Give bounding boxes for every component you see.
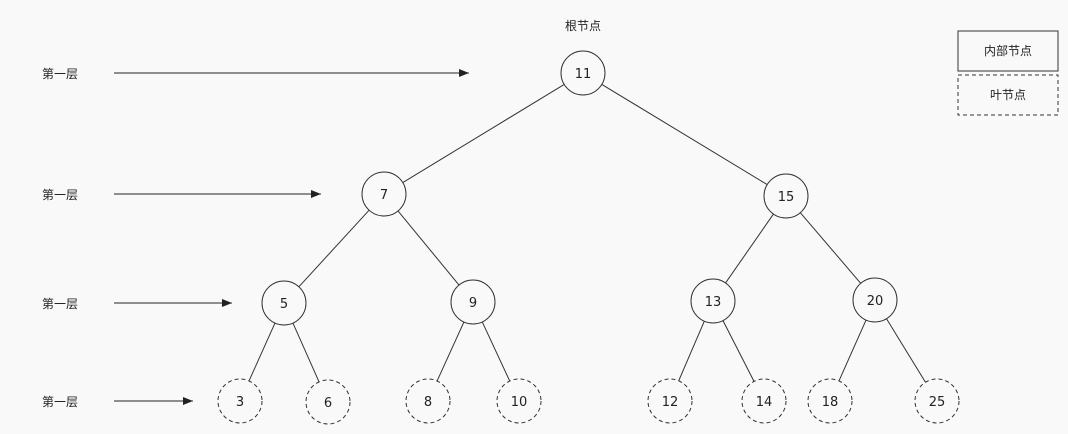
node-value: 14 <box>756 395 773 410</box>
leaf-node: 18 <box>807 378 853 424</box>
leaf-node: 10 <box>496 378 542 424</box>
tree-edge <box>838 319 867 382</box>
node-circle <box>450 279 496 325</box>
node-circle <box>261 280 307 326</box>
leaf-node: 8 <box>405 378 451 424</box>
tree-edge <box>678 321 705 381</box>
internal-node: 5 <box>261 280 307 326</box>
tree-edge <box>725 213 774 284</box>
tree-edge <box>298 209 370 288</box>
leaf-node: 12 <box>647 378 693 424</box>
internal-node: 15 <box>763 173 809 219</box>
node-circle <box>647 378 693 424</box>
tree-edge <box>248 322 276 382</box>
node-value: 18 <box>822 395 839 410</box>
legend-internal-box <box>957 30 1059 72</box>
level-label: 第一层 <box>42 395 78 409</box>
root-node-label: 根节点 <box>565 19 601 33</box>
node-circle <box>690 278 736 324</box>
node-value: 20 <box>867 294 884 309</box>
node-value: 10 <box>511 395 528 410</box>
level-label: 第一层 <box>42 297 78 311</box>
node-circle <box>807 378 853 424</box>
leaf-node: 14 <box>741 378 787 424</box>
internal-node: 11 <box>560 50 606 96</box>
node-circle <box>305 379 351 425</box>
tree-edge <box>886 318 926 383</box>
legend-internal-label: 内部节点 <box>984 43 1032 58</box>
tree-edge <box>436 321 465 382</box>
tree-edge <box>397 210 460 286</box>
node-value: 11 <box>575 67 592 82</box>
node-value: 3 <box>236 395 244 410</box>
tree-edge <box>799 212 862 284</box>
node-value: 8 <box>424 395 432 410</box>
node-value: 9 <box>469 296 477 311</box>
tree-edge <box>601 83 768 186</box>
legend: 内部节点 叶节点 <box>957 30 1059 116</box>
tree-nodes: 11 7 15 5 9 13 20 3 6 8 10 12 14 18 25 <box>217 50 960 425</box>
tree-edge <box>481 321 511 382</box>
node-circle <box>361 171 407 217</box>
node-value: 13 <box>705 295 722 310</box>
legend-leaf-box <box>957 74 1059 116</box>
node-circle <box>763 173 809 219</box>
node-value: 7 <box>380 188 388 203</box>
internal-node: 20 <box>852 277 898 323</box>
node-circle <box>560 50 606 96</box>
tree-edges <box>248 83 926 383</box>
internal-node: 7 <box>361 171 407 217</box>
legend-leaf-label: 叶节点 <box>990 88 1026 102</box>
node-value: 5 <box>280 297 288 312</box>
node-circle <box>405 378 451 424</box>
tree-edge <box>722 320 755 382</box>
node-circle <box>741 378 787 424</box>
leaf-node: 6 <box>305 379 351 425</box>
internal-node: 13 <box>690 278 736 324</box>
node-circle <box>914 378 960 424</box>
node-value: 12 <box>662 395 679 410</box>
tree-edge <box>292 322 320 383</box>
tree-edge <box>402 84 565 183</box>
leaf-node: 3 <box>217 378 263 424</box>
node-value: 25 <box>929 395 946 410</box>
node-circle <box>852 277 898 323</box>
level-label: 第一层 <box>42 188 78 202</box>
node-value: 15 <box>778 190 795 205</box>
node-value: 6 <box>324 396 332 411</box>
node-circle <box>217 378 263 424</box>
node-circle <box>496 378 542 424</box>
internal-node: 9 <box>450 279 496 325</box>
leaf-node: 25 <box>914 378 960 424</box>
level-label: 第一层 <box>42 67 78 81</box>
